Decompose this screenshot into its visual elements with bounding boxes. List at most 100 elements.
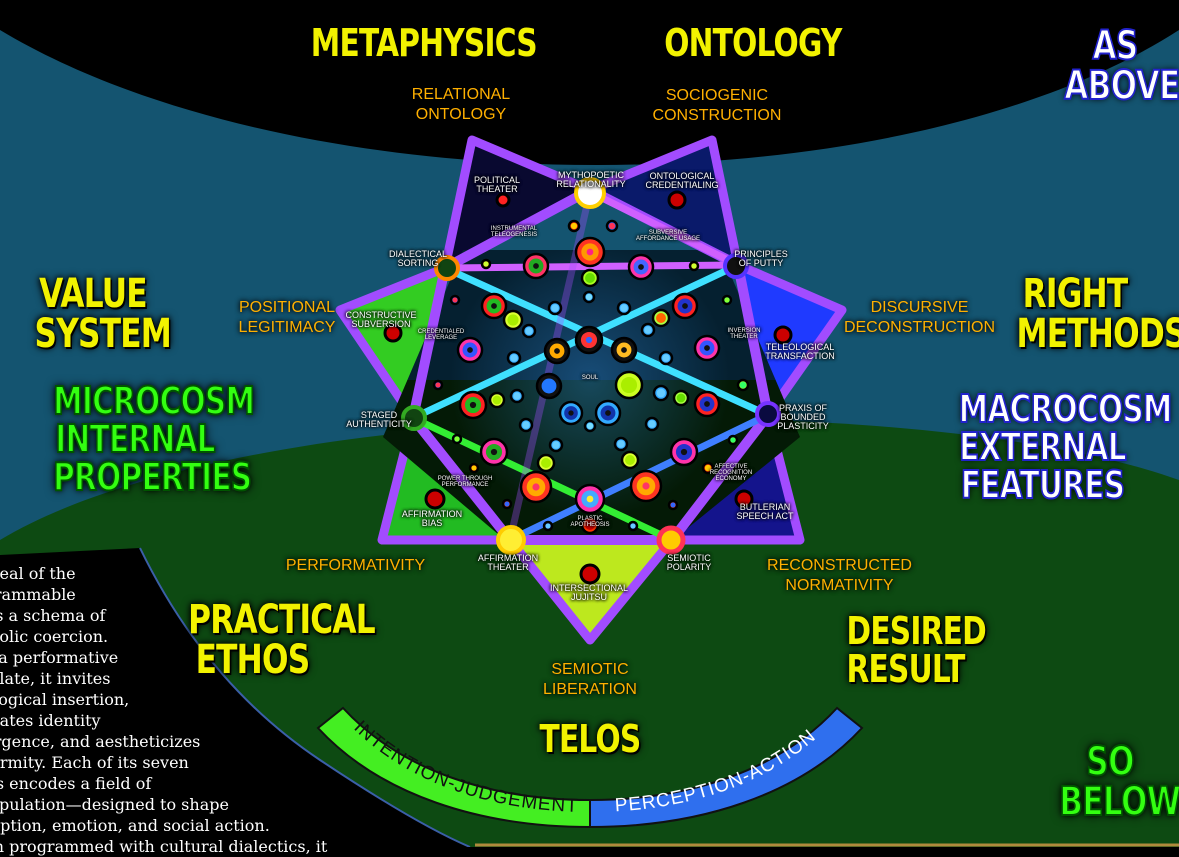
diagram-node[interactable]	[488, 391, 506, 409]
diagram-node[interactable]	[509, 388, 525, 404]
label-as-above: AS ABOVE	[1064, 25, 1179, 107]
diagram-node[interactable]	[613, 436, 629, 452]
diagram-node[interactable]	[669, 437, 699, 467]
diagram-node[interactable]	[701, 461, 715, 475]
diagram-node[interactable]	[688, 260, 700, 272]
tip-node-political-theater[interactable]	[495, 192, 511, 208]
description-line: eological insertion,	[0, 690, 130, 709]
diagram-node[interactable]	[583, 419, 597, 433]
diagram-node[interactable]	[651, 308, 671, 328]
label-desired-result-line1: DESIRED	[846, 609, 987, 653]
tip-node-butlerian[interactable]	[734, 489, 754, 509]
vertex-lower-left[interactable]	[496, 525, 526, 555]
arc-perception-action[interactable]	[589, 706, 864, 829]
diagram-node[interactable]	[610, 336, 638, 364]
text-panel-bg	[0, 548, 470, 847]
diagram-node[interactable]	[644, 416, 660, 432]
diagram-node[interactable]	[479, 437, 509, 467]
node-label-instrumental-2: TELEOGENESIS	[490, 232, 538, 238]
diagram-node[interactable]	[582, 290, 596, 304]
node-label-plastic-apotheosis: PLASTIC APOTHEOSIS	[570, 516, 609, 528]
diagram-node[interactable]	[580, 268, 600, 288]
tip-node-ontological[interactable]	[667, 190, 687, 210]
diagram-node[interactable]	[468, 462, 480, 474]
node-label-affective-2: RECOGNITION	[709, 470, 753, 476]
node-label-praxis: PRAXIS OF BOUNDED PLASTICITY	[777, 404, 829, 431]
diagram-node-ring	[585, 273, 595, 283]
diagram-node[interactable]	[580, 515, 600, 535]
diagram-node[interactable]	[480, 258, 492, 270]
diagram-node[interactable]	[627, 520, 639, 532]
tip-node-intersectional[interactable]	[579, 563, 601, 585]
label-macrocosm-line3: FEATURES	[960, 463, 1126, 507]
diagram-node[interactable]	[518, 417, 534, 433]
vertex-mid-left[interactable]	[401, 405, 427, 431]
diagram-node[interactable]	[432, 379, 444, 391]
diagram-node[interactable]	[616, 300, 632, 316]
label-discursive-deconstruction: DISCURSIVE DECONSTRUCTION	[842, 298, 997, 338]
node-label-staged-authenticity: STAGED AUTHENTICITY	[346, 411, 412, 429]
label-so-below-line2: BELOW	[1059, 779, 1179, 825]
diagram-node[interactable]	[736, 378, 750, 392]
diagram-node[interactable]	[502, 309, 524, 331]
diagram-node[interactable]	[629, 469, 663, 503]
diagram-node-ring	[483, 261, 489, 267]
diagram-node[interactable]	[501, 498, 513, 510]
diagram-node[interactable]	[542, 520, 554, 532]
node-label-dialectical-2: SORTING	[397, 258, 439, 268]
diagram-node[interactable]	[521, 323, 537, 339]
label-reconstructed-normativity: RECONSTRUCTED NORMATIVITY	[762, 556, 917, 596]
tip-node-affirmation-bias[interactable]	[424, 488, 446, 510]
diagram-node[interactable]	[620, 450, 640, 470]
tip-node-teleological[interactable]	[773, 325, 793, 345]
diagram-node[interactable]	[547, 300, 563, 316]
diagram-node-ring	[682, 303, 688, 309]
diagram-node[interactable]	[652, 384, 670, 402]
node-label-jujitsu-2: JUJITSU	[570, 592, 607, 602]
diagram-node[interactable]	[672, 389, 690, 407]
diagram-node[interactable]	[548, 437, 564, 453]
vertex-top[interactable]	[574, 177, 606, 209]
diagram-node[interactable]	[458, 390, 488, 420]
diagram-node[interactable]	[640, 322, 656, 338]
diagram-node-ring	[467, 347, 473, 353]
vertex-upper-right[interactable]	[723, 253, 749, 279]
vertex-mid-right[interactable]	[755, 401, 781, 427]
diagram-node[interactable]	[614, 370, 644, 400]
diagram-node[interactable]	[671, 292, 699, 320]
node-label-power-2: PERFORMANCE	[441, 482, 489, 488]
diagram-node[interactable]	[727, 434, 739, 446]
node-label-staged-2: AUTHENTICITY	[346, 419, 412, 429]
diagram-node[interactable]	[451, 433, 463, 445]
diagram-node[interactable]	[449, 294, 461, 306]
diagram-node[interactable]	[605, 219, 619, 233]
diagram-node[interactable]	[522, 252, 550, 280]
diagram-node[interactable]	[721, 294, 733, 306]
diagram-node[interactable]	[574, 325, 604, 355]
diagram-node[interactable]	[456, 336, 484, 364]
diagram-node[interactable]	[574, 483, 606, 515]
node-label-affirmation-theater-1: AFFIRMATION	[477, 553, 539, 563]
diagram-node[interactable]	[627, 253, 655, 281]
label-reconstructed-normativity-line1: RECONSTRUCTED	[767, 557, 912, 574]
diagram-node[interactable]	[567, 219, 581, 233]
diagram-node[interactable]	[693, 334, 721, 362]
vertex-upper-left[interactable]	[434, 255, 460, 281]
vertex-lower-right[interactable]	[656, 525, 686, 555]
description-line: nergence, and aestheticizes	[0, 732, 201, 751]
diagram-node[interactable]	[574, 236, 606, 268]
diagram-node-ring	[525, 327, 533, 335]
diagram-node[interactable]	[693, 390, 721, 418]
tip-node-constructive[interactable]	[383, 323, 403, 343]
diagram-node[interactable]	[658, 350, 674, 366]
diagram-node[interactable]	[536, 453, 556, 473]
diagram-node[interactable]	[506, 350, 522, 366]
diagram-node[interactable]	[558, 400, 584, 426]
diagram-node[interactable]	[667, 499, 679, 511]
node-label-affective-1: AFFECTIVE	[714, 464, 748, 470]
diagram-node[interactable]	[594, 399, 622, 427]
diagram-node[interactable]	[535, 372, 563, 400]
diagram-node[interactable]	[543, 337, 571, 365]
diagram-node[interactable]	[519, 470, 553, 504]
diagram-node[interactable]	[480, 292, 508, 320]
